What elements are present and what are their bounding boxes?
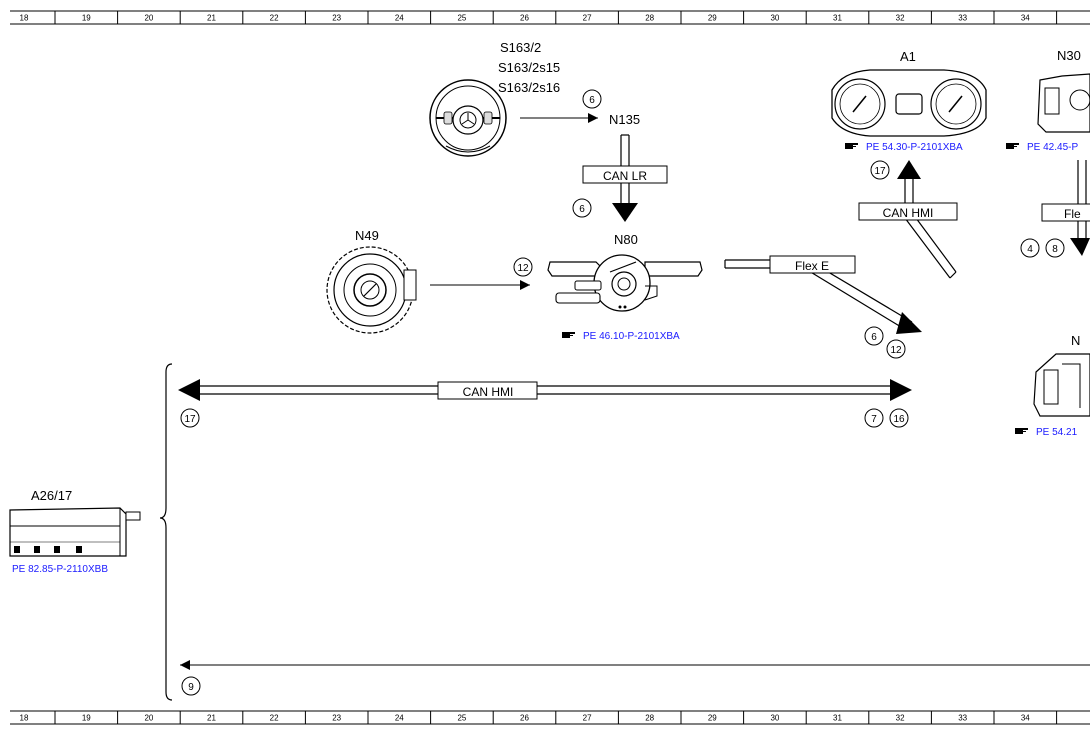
pointing-hand-icon <box>1006 143 1019 149</box>
pointing-hand-icon <box>1015 428 1028 434</box>
can-hmi-main-label: CAN HMI <box>463 385 514 399</box>
pin-badge <box>864 408 884 428</box>
grid-column-label: 27 <box>583 14 592 23</box>
pin-number: 12 <box>517 263 529 274</box>
n80-label: N80 <box>614 232 638 247</box>
pin-badge <box>886 339 906 359</box>
steering-label-3: S163/2s16 <box>498 80 560 95</box>
steering-label-2: S163/2s15 <box>498 60 560 75</box>
grid-column-label: 30 <box>770 714 779 723</box>
pin-number: 16 <box>893 414 905 425</box>
grid-column-label: 22 <box>270 14 279 23</box>
n49-label: N49 <box>355 228 379 243</box>
can-hmi-a1-label: CAN HMI <box>883 206 934 220</box>
can-lr-label: CAN LR <box>603 169 647 183</box>
group-brace <box>159 363 173 701</box>
grid-column-label: 25 <box>457 14 466 23</box>
pin-number: 6 <box>589 95 595 106</box>
pin-number: 6 <box>579 204 585 215</box>
flex-e-bus[interactable] <box>724 255 922 334</box>
a26-17-label: A26/17 <box>31 488 72 503</box>
n135-label: N135 <box>609 112 640 127</box>
grid-column-label: 31 <box>833 14 842 23</box>
flex-right-bus[interactable] <box>1041 160 1090 256</box>
steering-label-1: S163/2 <box>500 40 541 55</box>
pin-badge <box>870 160 890 180</box>
grid-column-label: 19 <box>82 14 91 23</box>
grid-column-label: 21 <box>207 714 216 723</box>
pin-badge <box>572 198 592 218</box>
pin-number: 9 <box>188 682 194 693</box>
pin-badge <box>582 89 602 109</box>
pin-badge <box>889 408 909 428</box>
grid-column-label: 19 <box>82 714 91 723</box>
flex-e-label: Flex E <box>795 259 829 273</box>
pin-number: 12 <box>890 345 902 356</box>
pin-number: 17 <box>184 414 196 425</box>
grid-column-label: 32 <box>896 714 905 723</box>
grid-column-label: 29 <box>708 714 717 723</box>
pin-badge <box>181 676 201 696</box>
grid-column-label: 27 <box>583 714 592 723</box>
grid-column-label: 18 <box>20 714 29 723</box>
grid-column-label: 26 <box>520 714 529 723</box>
grid-column-label: 28 <box>645 714 654 723</box>
grid-column-label: 22 <box>270 714 279 723</box>
can-hmi-main-bus[interactable] <box>178 379 912 401</box>
grid-column-label: 33 <box>958 14 967 23</box>
a1-label: A1 <box>900 49 916 64</box>
grid-column-label: 29 <box>708 14 717 23</box>
pin-number: 17 <box>874 166 886 177</box>
grid-column-label: 32 <box>896 14 905 23</box>
grid-column-label: 23 <box>332 14 341 23</box>
grid-column-label: 30 <box>770 14 779 23</box>
pin-number: 8 <box>1052 244 1058 255</box>
grid-column-label: 20 <box>144 714 153 723</box>
n-right-reference-link[interactable]: PE 54.21 <box>1036 427 1078 438</box>
grid-column-label: 23 <box>332 714 341 723</box>
grid-column-label: 20 <box>144 14 153 23</box>
pin-badge <box>864 326 884 346</box>
n30-label: N30 <box>1057 48 1081 63</box>
grid-column-label: 31 <box>833 714 842 723</box>
n80-component[interactable] <box>547 254 703 312</box>
n-right-component[interactable] <box>1033 353 1090 417</box>
grid-column-label: 24 <box>395 14 404 23</box>
grid-column-label: 34 <box>1021 14 1030 23</box>
n80-reference-link[interactable]: PE 46.10-P-2101XBA <box>583 331 680 342</box>
steering-wheel-component[interactable] <box>429 79 507 157</box>
n49-component[interactable] <box>326 246 417 334</box>
can-lr-bus[interactable] <box>582 134 668 222</box>
grid-column-label: 33 <box>958 714 967 723</box>
pointing-hand-icon <box>562 332 575 338</box>
pin-badge <box>1045 238 1065 258</box>
n-right-label: N <box>1071 333 1080 348</box>
pin-number: 6 <box>871 332 877 343</box>
a26-17-reference-link[interactable]: PE 82.85-P-2110XBB <box>12 564 108 575</box>
pin-number: 4 <box>1027 244 1033 255</box>
grid-column-label: 18 <box>20 14 29 23</box>
bottom-grid-ruler: 18 19 20 21 22 23 24 25 26 27 28 29 30 31 32 33 34 <box>10 710 1090 725</box>
pin-number: 7 <box>871 414 877 425</box>
grid-column-label: 28 <box>645 14 654 23</box>
can-hmi-a1-bus[interactable] <box>858 160 958 279</box>
grid-column-label: 34 <box>1021 714 1030 723</box>
top-grid-ruler: 18 19 20 21 22 23 24 25 26 27 28 29 30 31 32 33 34 <box>10 10 1090 25</box>
grid-column-label: 25 <box>457 714 466 723</box>
pin-badge <box>513 257 533 277</box>
n30-component[interactable] <box>1037 73 1090 133</box>
pin-badge <box>180 408 200 428</box>
grid-column-label: 21 <box>207 14 216 23</box>
flex-right-label: Fle <box>1064 207 1081 221</box>
a26-17-component[interactable] <box>9 507 141 557</box>
a1-reference-link[interactable]: PE 54.30-P-2101XBA <box>866 142 963 153</box>
pin-badge <box>1020 238 1040 258</box>
grid-column-label: 24 <box>395 714 404 723</box>
grid-column-label: 26 <box>520 14 529 23</box>
a1-instrument-cluster[interactable] <box>831 69 987 137</box>
pointing-hand-icon <box>845 143 858 149</box>
n30-reference-link[interactable]: PE 42.45-P <box>1027 142 1078 153</box>
